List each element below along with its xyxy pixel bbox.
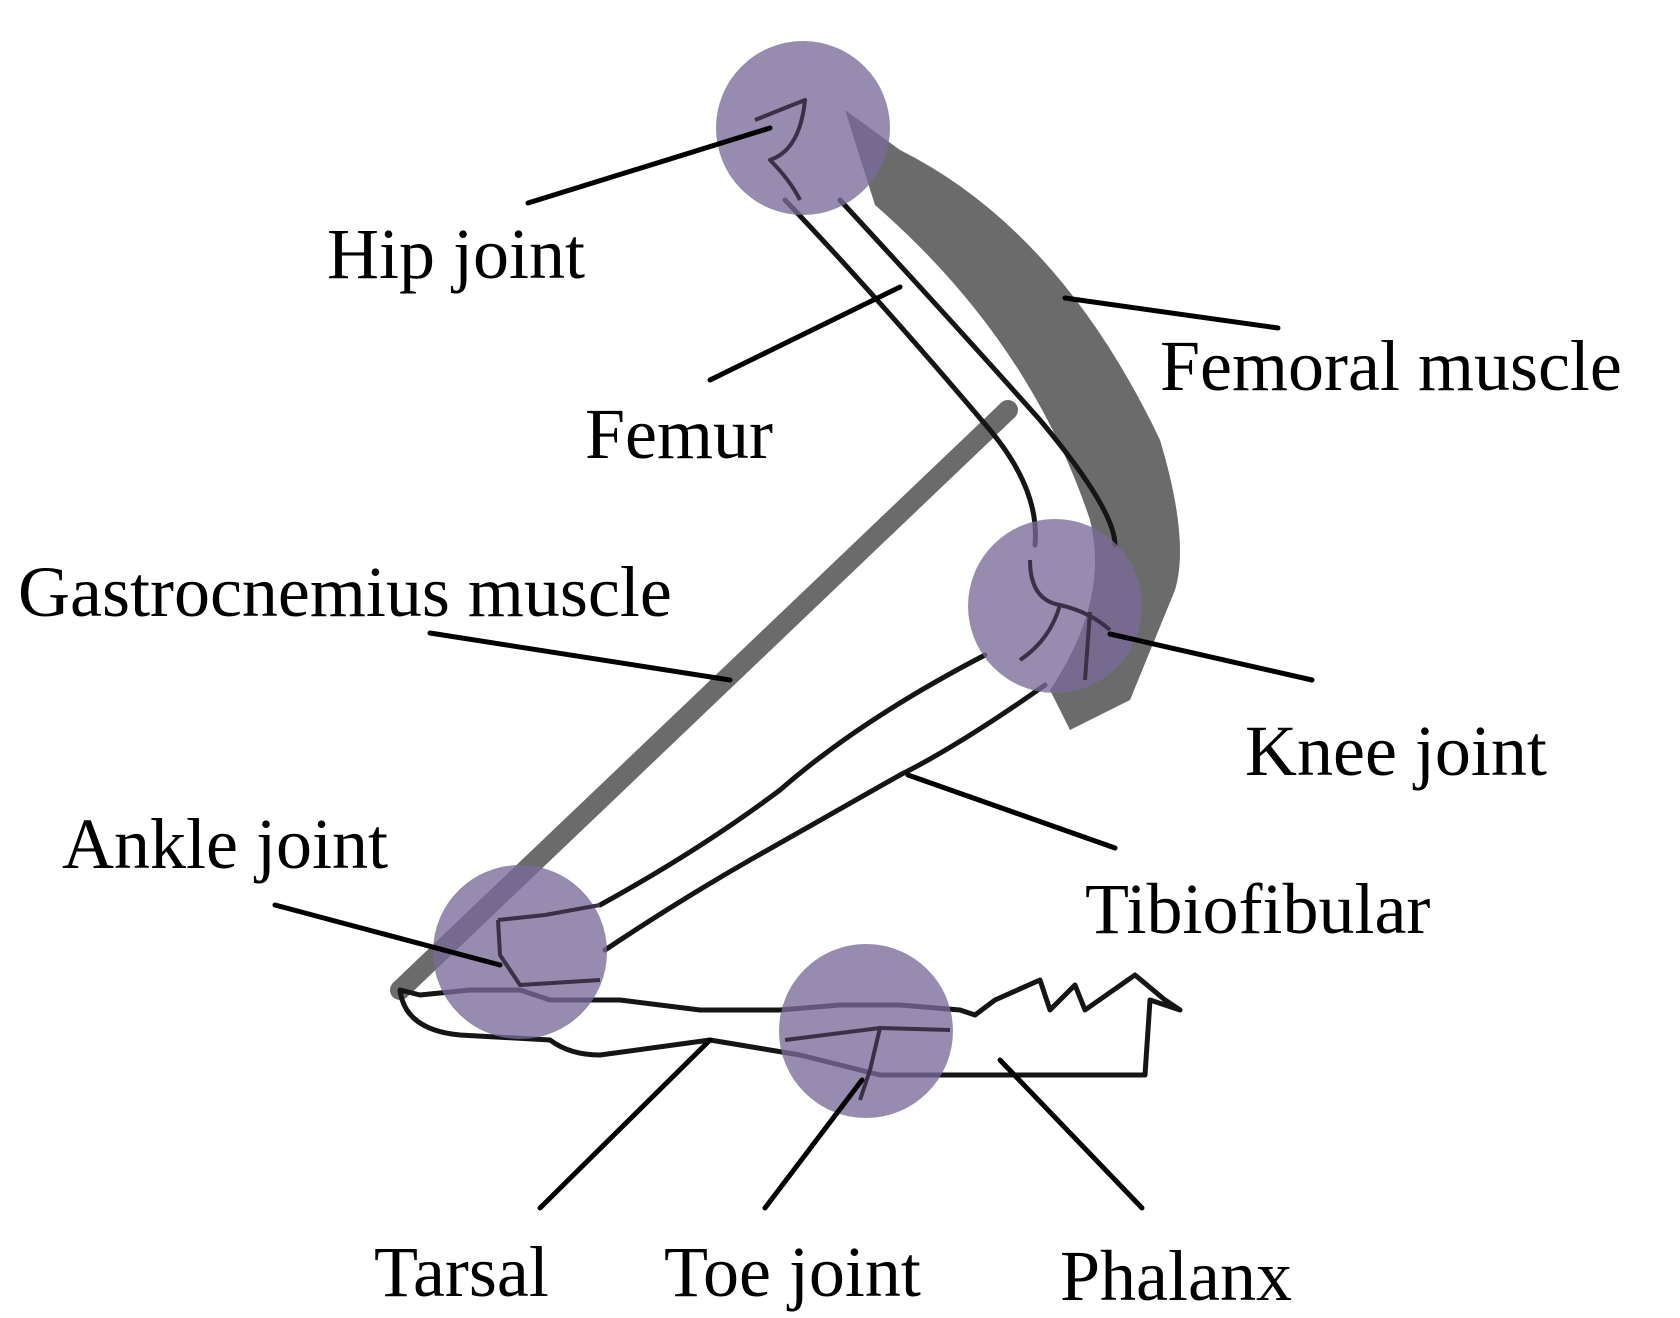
tibia-bone xyxy=(597,652,988,908)
label-gastrocnemius-muscle: Gastrocnemius muscle xyxy=(18,552,672,632)
toe-joint-marker xyxy=(779,944,953,1118)
fibula-bone xyxy=(602,682,1048,953)
leader-knee-joint xyxy=(1107,631,1315,683)
label-femur: Femur xyxy=(585,394,773,474)
femur-bone xyxy=(782,197,1038,548)
knee-joint-marker xyxy=(968,519,1142,693)
label-femoral-muscle: Femoral muscle xyxy=(1160,326,1622,406)
hip-joint-marker xyxy=(716,41,890,215)
label-knee-joint: Knee joint xyxy=(1245,711,1547,791)
label-ankle-joint: Ankle joint xyxy=(62,804,388,884)
leader-tibiofibular xyxy=(905,772,1118,851)
leader-femoral-muscle xyxy=(1062,295,1281,331)
leader-toe-joint xyxy=(762,1077,865,1211)
leader-tarsal xyxy=(537,1037,713,1211)
label-tibiofibular: Tibiofibular xyxy=(1085,869,1431,949)
ankle-joint-marker xyxy=(433,865,607,1039)
leader-hip-joint xyxy=(525,125,773,206)
leader-phalanx xyxy=(997,1057,1145,1211)
label-phalanx: Phalanx xyxy=(1060,1236,1292,1316)
label-tarsal: Tarsal xyxy=(374,1232,549,1312)
leader-gastrocnemius-muscle xyxy=(427,630,733,683)
femur-bone-outer xyxy=(837,197,1118,548)
label-hip-joint: Hip joint xyxy=(327,214,586,294)
leader-ankle-joint xyxy=(272,902,503,968)
leader-femur xyxy=(707,284,903,383)
label-toe-joint: Toe joint xyxy=(664,1232,921,1312)
